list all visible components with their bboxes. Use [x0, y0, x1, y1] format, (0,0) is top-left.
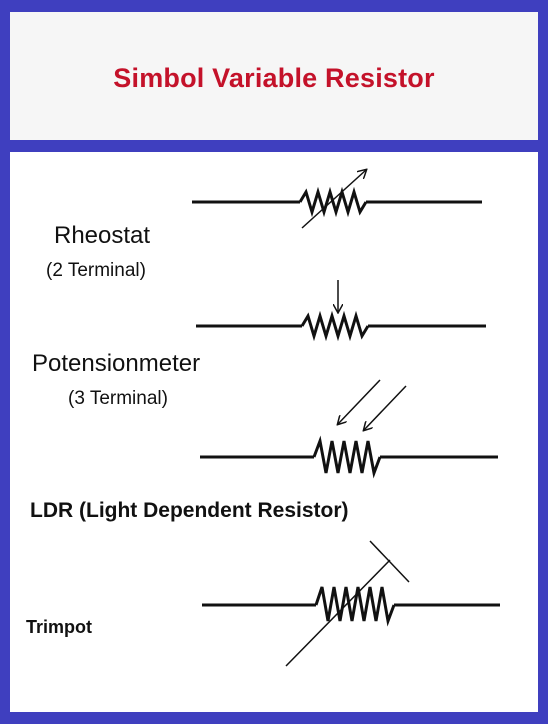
page-title: Simbol Variable Resistor: [113, 62, 435, 93]
rheostat-subtitle: (2 Terminal): [46, 260, 146, 281]
ldr-symbol: [200, 379, 498, 479]
potentiometer-label: Potensionmeter: [32, 350, 201, 377]
ldr-label: LDR (Light Dependent Resistor): [30, 499, 349, 522]
potentiometer-symbol: [196, 280, 486, 342]
symbols-drawing: [192, 152, 500, 667]
trimpot-label: Trimpot: [26, 617, 92, 637]
trimpot-symbol: [202, 540, 500, 667]
rheostat-symbol: [192, 170, 482, 229]
rheostat-label: Rheostat: [54, 222, 151, 249]
potentiometer-subtitle: (3 Terminal): [68, 388, 168, 409]
symbols-panel: Rheostat (2 Terminal) Potensionmeter (3 …: [10, 152, 538, 712]
header-panel: Simbol Variable Resistor: [10, 12, 538, 140]
